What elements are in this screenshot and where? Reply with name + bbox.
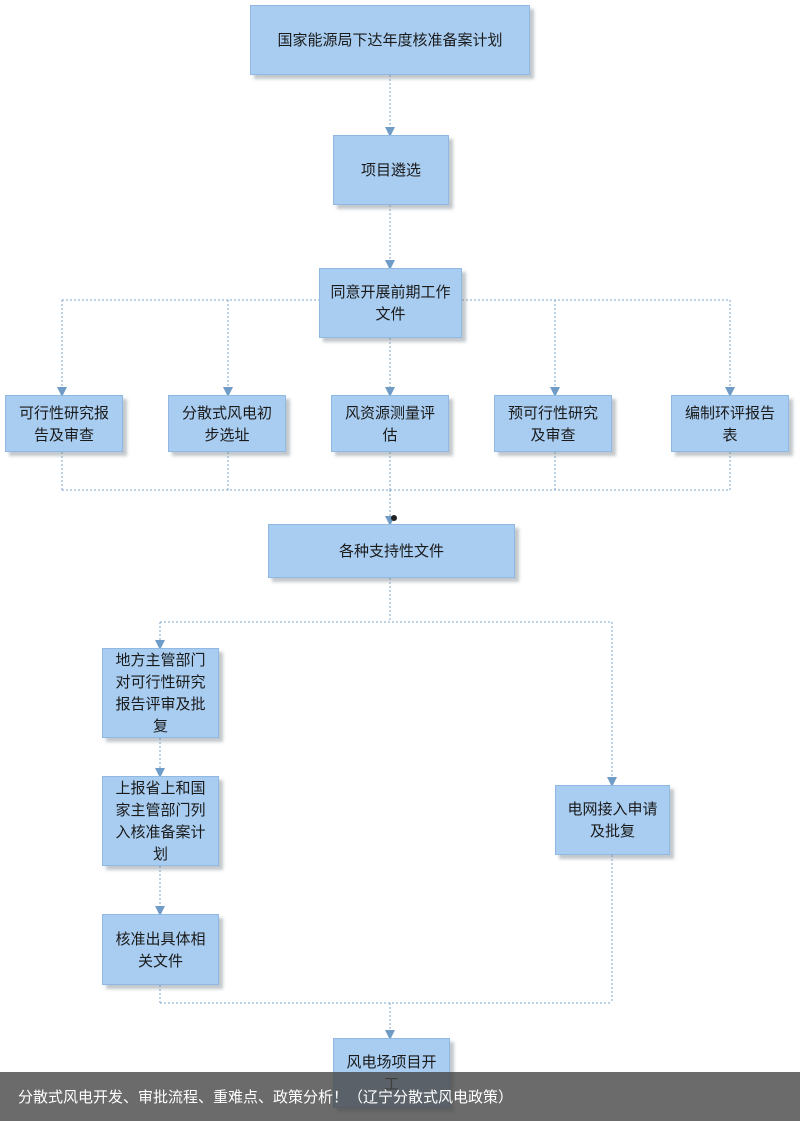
node-approval-documents: 核准出具体相关文件 [102,914,219,985]
node-site-selection-label: 分散式风电初步选址 [181,403,272,444]
node-national-plan-listing: 上报省上和国家主管部门列入核准备案计划 [102,776,219,866]
node-local-approval-label: 地方主管部门对可行性研究报告评审及批复 [115,651,206,735]
node-preliminary-work: 同意开展前期工作文件 [319,268,462,338]
node-grid-connection-label: 电网接入申请及批复 [567,800,658,840]
node-supporting-documents-label: 各种支持性文件 [338,542,444,560]
node-feasibility-study: 可行性研究报告及审查 [5,395,123,452]
node-local-approval: 地方主管部门对可行性研究报告评审及批复 [102,648,219,738]
node-prefeasibility-study: 预可行性研究及审查 [494,395,612,452]
node-supporting-documents: 各种支持性文件 [268,524,515,578]
node-annual-plan: 国家能源局下达年度核准备案计划 [250,5,530,75]
node-project-selection-label: 项目遴选 [360,161,421,179]
caption-bar: 分散式风电开发、审批流程、重难点、政策分析！（辽宁分散式风电政策） [0,1072,800,1121]
node-preliminary-work-label: 同意开展前期工作文件 [330,283,451,323]
node-feasibility-study-label: 可行性研究报告及审查 [18,403,109,444]
node-environmental-report: 编制环评报告表 [671,395,789,452]
node-national-plan-listing-label: 上报省上和国家主管部门列入核准备案计划 [115,779,206,863]
node-wind-resource-label: 风资源测量评估 [344,403,435,444]
node-wind-resource: 风资源测量评估 [331,395,449,452]
junction-dot [391,515,397,521]
node-approval-documents-label: 核准出具体相关文件 [115,929,206,970]
node-annual-plan-label: 国家能源局下达年度核准备案计划 [277,31,503,49]
node-project-selection: 项目遴选 [333,135,449,205]
node-site-selection: 分散式风电初步选址 [168,395,286,452]
node-grid-connection: 电网接入申请及批复 [555,785,670,855]
node-environmental-report-label: 编制环评报告表 [684,403,775,444]
caption-text: 分散式风电开发、审批流程、重难点、政策分析！（辽宁分散式风电政策） [18,1088,514,1106]
node-prefeasibility-study-label: 预可行性研究及审查 [507,403,598,444]
